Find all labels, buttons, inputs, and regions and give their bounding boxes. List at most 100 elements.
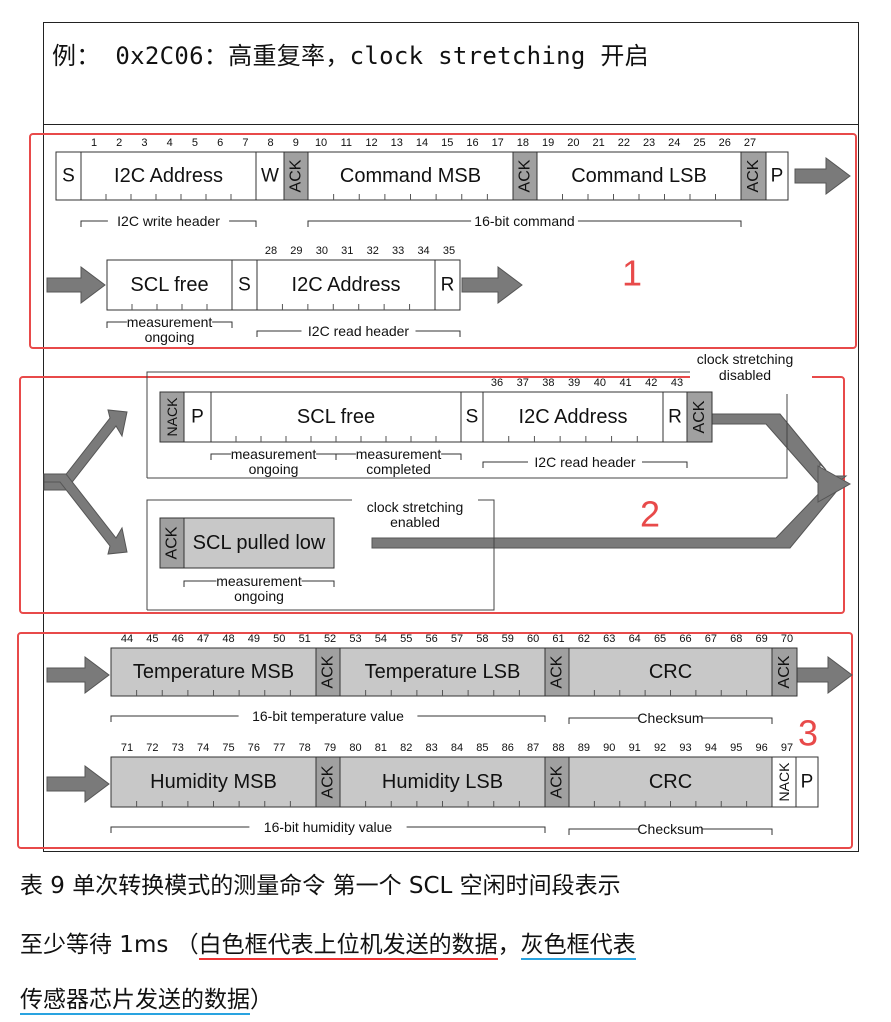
row2-bit-35: 35 [443, 245, 455, 257]
row4-bit-65: 65 [654, 633, 666, 645]
start-bit [55, 151, 82, 201]
row3-bit-40: 40 [594, 377, 606, 389]
arrow-row2-in [46, 266, 106, 304]
start-bit-2 [231, 259, 258, 311]
row1-bit-15: 15 [441, 137, 453, 149]
row4-bit-58: 58 [476, 633, 488, 645]
arrow-fork-up [43, 409, 128, 491]
row2-bit-31: 31 [341, 245, 353, 257]
ack-read-2 [686, 391, 713, 443]
row5-bit-89: 89 [578, 742, 590, 754]
row1-bit-24: 24 [668, 137, 680, 149]
brace-checksum-2-text-0: Checksum [637, 821, 703, 837]
brace-checksum-2-bg [638, 821, 703, 836]
row1-bit-17: 17 [492, 137, 504, 149]
caption-separator: ， [497, 932, 521, 958]
row2-bit-30: 30 [316, 245, 328, 257]
row5-bit-83: 83 [425, 742, 437, 754]
row1-bit-12: 12 [365, 137, 377, 149]
i2c-address-read-2 [482, 391, 664, 443]
row1-bit-3: 3 [141, 137, 147, 149]
ack-stretch-label: ACK [164, 526, 181, 559]
row1-bit-13: 13 [391, 137, 403, 149]
brace-command-bg [471, 213, 578, 228]
i2c-address-write [80, 151, 257, 201]
row4-bit-57: 57 [451, 633, 463, 645]
row5-bit-87: 87 [527, 742, 539, 754]
row2-bit-28: 28 [265, 245, 277, 257]
ack-command-msb-label: ACK [517, 159, 534, 192]
row5-bit-97: 97 [781, 742, 793, 754]
section-2-number: 2 [640, 494, 660, 535]
row5-bit-73: 73 [172, 742, 184, 754]
command-msb-label: Command MSB [340, 165, 481, 187]
row4-bit-67: 67 [705, 633, 717, 645]
brace-completed-bg [363, 461, 434, 476]
brace-completed-text-0: measurement [356, 446, 442, 462]
row5-bit-82: 82 [400, 742, 412, 754]
row3-bit-39: 39 [568, 377, 580, 389]
row1-bit-14: 14 [416, 137, 428, 149]
write-bit [255, 151, 285, 201]
brace-command-text-0: 16-bit command [474, 213, 574, 229]
humidity-lsb [339, 756, 546, 808]
row4-bit-48: 48 [222, 633, 234, 645]
scl-pulled-low [183, 517, 335, 569]
branch-b-outline [146, 499, 495, 611]
row3-bit-41: 41 [619, 377, 631, 389]
arrow-row2-out [461, 266, 523, 304]
brace-ongoing-3-bg [216, 573, 302, 588]
caption-host-legend: 白色框代表上位机发送的数据 [198, 932, 498, 960]
row4-bit-60: 60 [527, 633, 539, 645]
brace-temperature-text-0: 16-bit temperature value [252, 708, 404, 724]
section-3-outline [17, 632, 853, 849]
ack-address-label: ACK [288, 159, 305, 192]
row1-bit-22: 22 [618, 137, 630, 149]
read-bit-2-label: R [668, 407, 682, 428]
arrow-fork-down [43, 473, 128, 555]
row5-bit-74: 74 [197, 742, 209, 754]
figure-frame [43, 22, 859, 852]
start-bit-label: S [62, 166, 75, 187]
row5-bit-80: 80 [349, 742, 361, 754]
brace-ongoing-3-text-1: ongoing [234, 588, 284, 604]
stop-bit-1-label: P [771, 166, 784, 187]
row3-bit-38: 38 [542, 377, 554, 389]
ack-crc-temp [771, 647, 798, 697]
i2c-address-read-2-label: I2C Address [519, 406, 628, 428]
caption-sensor-legend-a: 灰色框代表 [520, 932, 636, 960]
brace-ongoing-3-bg [230, 588, 288, 603]
row1-bit-4: 4 [167, 137, 173, 149]
section-1-outline [29, 133, 857, 349]
section-1-number: 1 [622, 253, 642, 294]
crc-humidity-label: CRC [649, 771, 692, 793]
brace-ongoing-2-text-1: ongoing [249, 461, 299, 477]
row4-bit-56: 56 [425, 633, 437, 645]
brace-humidity-text-0: 16-bit humidity value [264, 819, 393, 835]
crc-temperature-label: CRC [649, 661, 692, 683]
scl-free-2 [210, 391, 462, 443]
caption-text-1: 表 9 单次转换模式的测量命令 第一个 SCL 空闲时间段表示 [20, 873, 621, 899]
scl-free-1 [106, 259, 233, 311]
ack-hum-lsb-label: ACK [549, 765, 566, 798]
row4-bit-53: 53 [349, 633, 361, 645]
stretch-disabled-text-2: disabled [719, 367, 771, 383]
row4-bit-47: 47 [197, 633, 209, 645]
row4-bit-50: 50 [273, 633, 285, 645]
brace-ongoing-1-text-1: ongoing [145, 329, 195, 345]
read-bit-1-label: R [441, 275, 455, 296]
row4-bit-52: 52 [324, 633, 336, 645]
row4-bit-64: 64 [629, 633, 641, 645]
ack-hum-msb [315, 756, 341, 808]
ack-temp-lsb-label: ACK [549, 655, 566, 688]
row5-bit-96: 96 [755, 742, 767, 754]
caption-line-1: 表 9 单次转换模式的测量命令 第一个 SCL 空闲时间段表示 [20, 866, 621, 900]
stop-bit-1 [765, 151, 789, 201]
brace-completed-text-1: completed [366, 461, 431, 477]
ack-crc-temp-label: ACK [776, 655, 793, 688]
row5-bit-79: 79 [324, 742, 336, 754]
brace-humidity-bg [249, 819, 407, 834]
row2-bit-33: 33 [392, 245, 404, 257]
row1-bit-2: 2 [116, 137, 122, 149]
row5-bit-71: 71 [121, 742, 133, 754]
